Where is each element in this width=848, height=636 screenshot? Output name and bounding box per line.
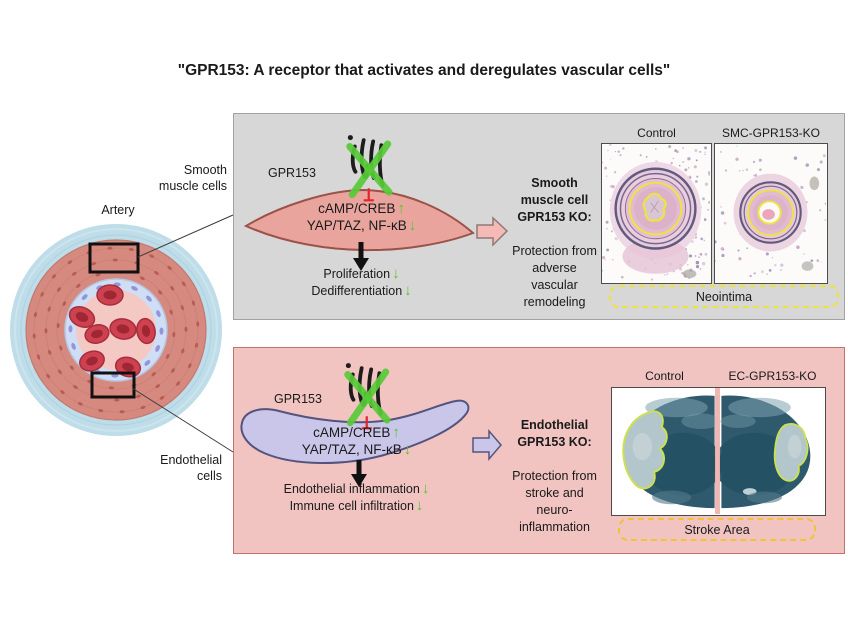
artery-illustration [10, 224, 222, 436]
ec-signaling: cAMP/CREB↑ YAP/TAZ, NF-κB↓ [264, 424, 449, 458]
outcome-line: Dedifferentiation↓ [311, 281, 412, 299]
stroke-area-caption-box: Stroke Area [618, 518, 816, 541]
signal-line: YAP/TAZ, NF-κB↓ [301, 441, 412, 458]
signal-line: YAP/TAZ, NF-κB↓ [306, 217, 417, 234]
smc-control-label: Control [637, 126, 676, 140]
smc-receptor-label: GPR153 [268, 166, 316, 180]
image-divider [715, 388, 720, 514]
ec-cell-shape [240, 399, 470, 464]
smc-ko-body: Protection from adverse vascular remodel… [512, 244, 597, 309]
neointima-label: Neointima [695, 289, 753, 304]
signal-line: cAMP/CREB↑ [313, 424, 400, 441]
ec-diagram [240, 348, 502, 487]
outcome-line: Proliferation↓ [323, 265, 400, 282]
neointima-caption-box: Neointima [609, 285, 839, 308]
brain-ttc-images [611, 387, 826, 516]
smc-diagram [243, 114, 509, 271]
endothelial-zoom-box [90, 371, 136, 399]
outcome-line: Immune cell infiltration↓ [289, 496, 424, 514]
smc-control-histology [601, 143, 712, 284]
smc-result-arrow [476, 216, 509, 247]
ec-panel: GPR153 cAMP/CREB↑ YAP/TAZ, NF-κB↓ Endoth… [233, 347, 845, 554]
ec-control-label: Control [645, 369, 684, 383]
smc-panel: GPR153 cAMP/CREB↑ YAP/TAZ, NF-κB↓ Prolif… [233, 113, 845, 320]
ec-ko-image-label: EC-GPR153-KO [728, 369, 817, 383]
smooth-muscle-cells-label: Smooth muscle cells [158, 163, 227, 193]
smc-signaling: cAMP/CREB↑ YAP/TAZ, NF-κB↓ [269, 200, 454, 234]
gpr153-receptor-knockout-icon [346, 363, 387, 428]
ec-ko-body: Protection from stroke and neuro- inflam… [512, 469, 597, 534]
smc-outcomes: Proliferation↓ Dedifferentiation↓ [259, 265, 464, 299]
smc-ko-text: Smooth muscle cell GPR153 KO: Protection… [487, 158, 622, 328]
ec-outcomes: Endothelial inflammation↓ Immune cell in… [244, 480, 469, 514]
figure-title: "GPR153: A receptor that activates and d… [177, 62, 671, 79]
smc-cell-shape [243, 188, 475, 252]
ec-result-arrow [472, 428, 502, 462]
signal-line: cAMP/CREB↑ [318, 200, 405, 217]
endothelial-cells-label: Endothelial cells [160, 453, 222, 483]
ec-ko-heading: Endothelial GPR153 KO: [517, 418, 592, 449]
ec-ko-text: Endothelial GPR153 KO: Protection from s… [487, 400, 622, 553]
smc-ko-histology [714, 143, 828, 284]
smc-ko-image-label: SMC-GPR153-KO [721, 126, 821, 140]
outcome-line: Endothelial inflammation↓ [283, 480, 430, 497]
artery-label: Artery [101, 203, 135, 217]
stroke-area-label: Stroke Area [684, 522, 750, 537]
ec-receptor-label: GPR153 [274, 392, 322, 406]
gpr153-receptor-knockout-icon [348, 135, 389, 200]
smooth-muscle-zoom-box [88, 242, 140, 274]
smc-ko-heading: Smooth muscle cell GPR153 KO: [517, 176, 592, 224]
